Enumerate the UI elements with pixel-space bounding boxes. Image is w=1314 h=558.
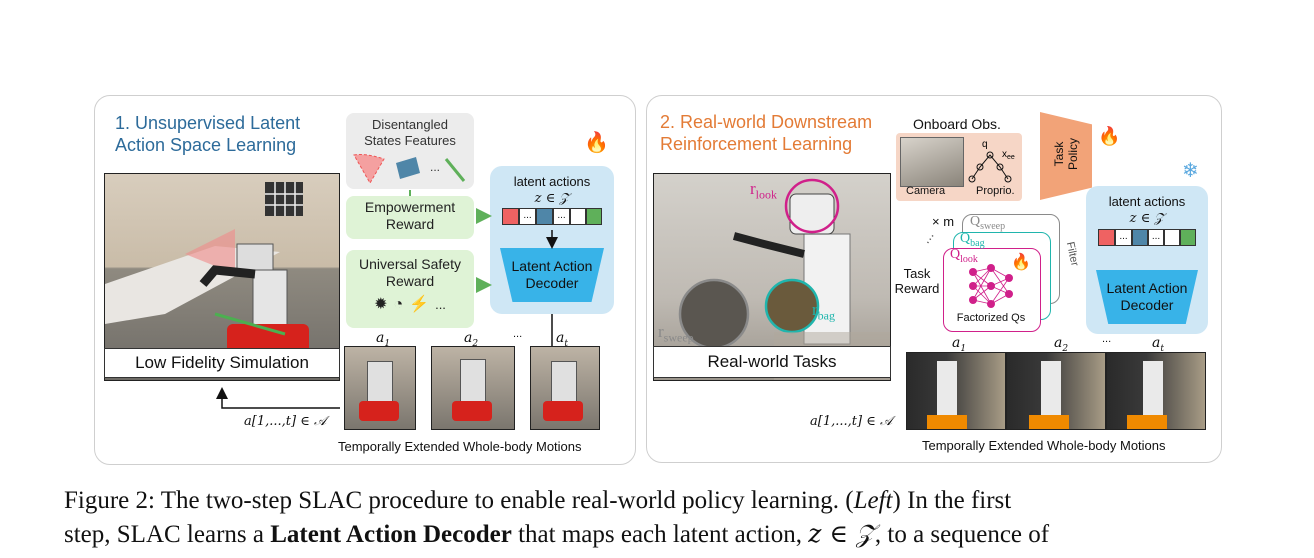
right-action-label-ellipsis: ... bbox=[1102, 333, 1112, 345]
latent-actions-box-right: latent actions z ∈ 𝒵 ... ... Latent Acti… bbox=[1086, 186, 1208, 334]
sim-label: Low Fidelity Simulation bbox=[104, 348, 340, 378]
fire-icon-left: 🔥 bbox=[584, 132, 609, 154]
fire-icon-q: 🔥 bbox=[1011, 254, 1031, 271]
q-look-label: Qlook bbox=[950, 247, 978, 265]
sim-frame-2 bbox=[431, 346, 515, 430]
robot-body-shape bbox=[252, 269, 288, 331]
action-label-ellipsis: ... bbox=[513, 328, 523, 340]
task-policy-label: Task Policy bbox=[1052, 138, 1080, 171]
r-look-label: rlook bbox=[750, 179, 778, 202]
sight-cone-shape bbox=[185, 229, 235, 274]
robot-arm-shape bbox=[199, 265, 256, 287]
figure-caption-line2: step, SLAC learns a Latent Action Decode… bbox=[64, 519, 1050, 548]
q-look-box bbox=[943, 248, 1041, 332]
empowerment-reward-box: Empowerment Reward bbox=[346, 196, 474, 239]
real-frame-t bbox=[1106, 352, 1206, 430]
r-bag-label: rbag bbox=[812, 300, 835, 323]
neural-net-icon bbox=[969, 264, 1013, 308]
snowflake-icon: ❄ bbox=[1182, 160, 1199, 182]
real-robot-arm-shape bbox=[732, 232, 805, 258]
sim-frame-1 bbox=[344, 346, 416, 430]
real-label: Real-world Tasks bbox=[653, 346, 891, 378]
action-label-t: at bbox=[556, 330, 568, 349]
latent-action-decoder-right: Latent Action Decoder bbox=[1096, 270, 1198, 324]
bag-circle bbox=[764, 278, 820, 334]
svg-text:q: q bbox=[982, 139, 988, 150]
table-shape bbox=[105, 246, 280, 324]
latent-action-decoder: Latent Action Decoder bbox=[500, 248, 604, 302]
features-shapes: ... bbox=[353, 154, 466, 184]
left-panel-title: 1. Unsupervised Latent Action Space Lear… bbox=[115, 113, 301, 155]
motion-arrow-shape bbox=[214, 312, 286, 336]
red-cone-icon bbox=[353, 154, 385, 184]
right-panel-title: 2. Real-world Downstream Reinforcement L… bbox=[660, 112, 873, 154]
task-reward-label: Task Reward bbox=[894, 266, 940, 296]
features-box: Disentangled States Features ... bbox=[346, 113, 474, 189]
svg-text:xee: xee bbox=[1002, 149, 1015, 161]
fire-icon-policy: 🔥 bbox=[1098, 126, 1121, 146]
action-label-1: a1 bbox=[376, 330, 391, 349]
onboard-label: Onboard Obs. bbox=[913, 116, 1001, 132]
r-sweep-label: rsweep bbox=[658, 322, 694, 345]
sim-frame-t bbox=[530, 346, 600, 430]
left-motions-label: Temporally Extended Whole-body Motions bbox=[338, 439, 582, 454]
action-label-2: a2 bbox=[464, 330, 479, 349]
proprio-graph-icon: q xee bbox=[968, 139, 1015, 183]
proprio-label: Proprio. bbox=[976, 185, 1015, 197]
real-robot-head-shape bbox=[789, 193, 835, 235]
right-sequence-label: a[1,...,t] ∈ 𝒜 bbox=[810, 414, 893, 429]
right-action-label-t: at bbox=[1152, 335, 1164, 354]
onboard-obs-box: Camera q xee Proprio. bbox=[896, 133, 1022, 201]
safety-reward-box: Universal Safety Reward ✹◔⚡... bbox=[346, 250, 474, 328]
bolt-icon: ⚡ bbox=[409, 296, 436, 313]
look-circle bbox=[784, 178, 840, 234]
green-arrow-icon bbox=[444, 158, 466, 182]
right-action-label-2: a2 bbox=[1054, 335, 1069, 354]
latent-vector: ... ... bbox=[502, 208, 602, 225]
camera-image bbox=[900, 137, 964, 187]
real-frame-1 bbox=[906, 352, 1006, 430]
q-sweep-label: Qsweep bbox=[970, 214, 1006, 232]
speed-icon: ◔ bbox=[393, 296, 410, 313]
robot-head-shape bbox=[236, 243, 274, 271]
left-sequence-label: a[1,...,t] ∈ 𝒜 bbox=[244, 414, 327, 429]
window-shape bbox=[265, 182, 303, 216]
times-m-label: × m bbox=[932, 214, 955, 229]
simulation-image bbox=[104, 173, 340, 381]
camera-label: Camera bbox=[906, 185, 946, 197]
blue-box-icon bbox=[396, 157, 420, 179]
factorized-label: Factorized Qs bbox=[956, 312, 1026, 324]
right-motions-label: Temporally Extended Whole-body Motions bbox=[922, 438, 1166, 453]
right-action-label-1: a1 bbox=[952, 335, 967, 354]
latent-vector-right: ... ... bbox=[1098, 229, 1196, 246]
figure-caption-line1: Figure 2: The two-step SLAC procedure to… bbox=[64, 487, 1012, 514]
gear-icon: ✹ bbox=[374, 296, 394, 313]
latent-actions-box: latent actions z ∈ 𝒵 ... ... Latent Acti… bbox=[490, 166, 614, 314]
q-bag-label: Qbag bbox=[960, 231, 985, 249]
svg-text:...: ... bbox=[430, 160, 440, 174]
real-frame-2 bbox=[1006, 352, 1106, 430]
task-policy-block bbox=[1040, 112, 1092, 200]
